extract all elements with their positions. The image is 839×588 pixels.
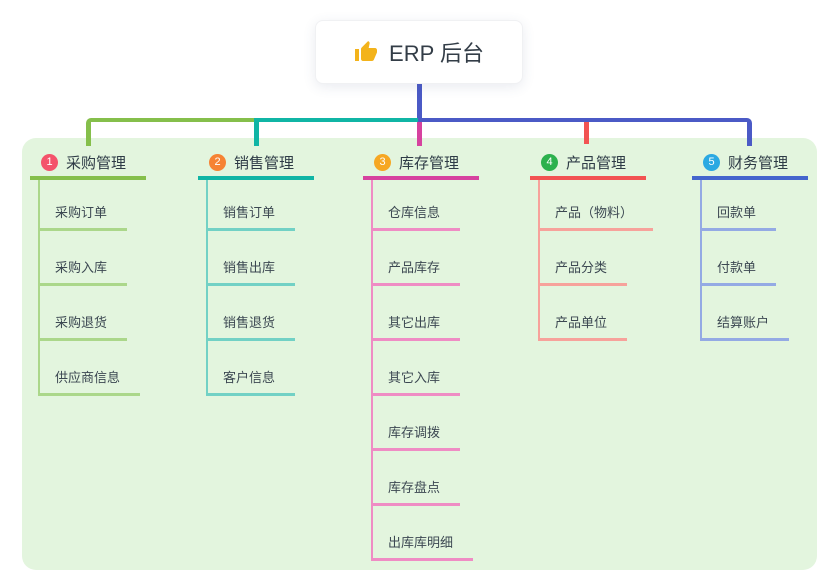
child-node[interactable]: 其它入库 (371, 341, 461, 396)
child-node[interactable]: 产品库存 (371, 231, 461, 286)
child-node[interactable]: 出库库明细 (371, 506, 474, 561)
branches-panel (22, 138, 817, 570)
child-node[interactable]: 库存盘点 (371, 451, 461, 506)
child-node[interactable]: 销售订单 (206, 176, 296, 231)
branch-node[interactable]: 4 产品管理 (530, 148, 646, 180)
child-node[interactable]: 客户信息 (206, 341, 296, 396)
branch-children-line (206, 180, 208, 396)
branch-number-badge: 2 (209, 153, 226, 171)
child-node[interactable]: 采购入库 (38, 231, 128, 286)
child-node[interactable]: 产品分类 (538, 231, 628, 286)
child-node[interactable]: 仓库信息 (371, 176, 461, 231)
child-node[interactable]: 结算账户 (700, 286, 790, 341)
branch-label: 财务管理 (728, 154, 789, 172)
thumbs-up-icon (355, 41, 378, 61)
branch-node[interactable]: 3 库存管理 (363, 148, 479, 180)
branch-label: 采购管理 (66, 154, 127, 172)
branch-node[interactable]: 1 采购管理 (30, 148, 146, 180)
drop-line-inventory (417, 122, 422, 146)
branch-children-line (700, 180, 702, 341)
branch-children-line (538, 180, 540, 341)
child-node[interactable]: 采购订单 (38, 176, 128, 231)
child-node[interactable]: 产品（物料） (538, 176, 654, 231)
branch-label: 库存管理 (399, 154, 460, 172)
child-node[interactable]: 回款单 (700, 176, 777, 231)
child-node[interactable]: 销售退货 (206, 286, 296, 341)
child-node[interactable]: 付款单 (700, 231, 777, 286)
child-node[interactable]: 产品单位 (538, 286, 628, 341)
branch-number-badge: 4 (541, 153, 558, 171)
branch-children-line (38, 180, 40, 396)
branch-children-line (371, 180, 373, 561)
root-connector-line (417, 82, 422, 119)
branch-label: 产品管理 (566, 154, 627, 172)
drop-line-product (584, 122, 589, 144)
child-node[interactable]: 库存调拨 (371, 396, 461, 451)
branch-number-badge: 5 (703, 153, 720, 171)
root-title: ERP 后台 (389, 41, 484, 66)
root-node[interactable]: ERP 后台 (315, 20, 523, 84)
branch-number-badge: 3 (374, 153, 391, 171)
branch-node[interactable]: 5 财务管理 (692, 148, 808, 180)
bus-segment-sales (254, 118, 419, 146)
child-node[interactable]: 销售出库 (206, 231, 296, 286)
branch-number-badge: 1 (41, 153, 58, 171)
bus-segment-finance (418, 118, 752, 146)
branch-label: 销售管理 (234, 154, 295, 172)
child-node[interactable]: 其它出库 (371, 286, 461, 341)
branch-node[interactable]: 2 销售管理 (198, 148, 314, 180)
child-node[interactable]: 采购退货 (38, 286, 128, 341)
bus-segment-purchase (86, 118, 255, 146)
child-node[interactable]: 供应商信息 (38, 341, 141, 396)
